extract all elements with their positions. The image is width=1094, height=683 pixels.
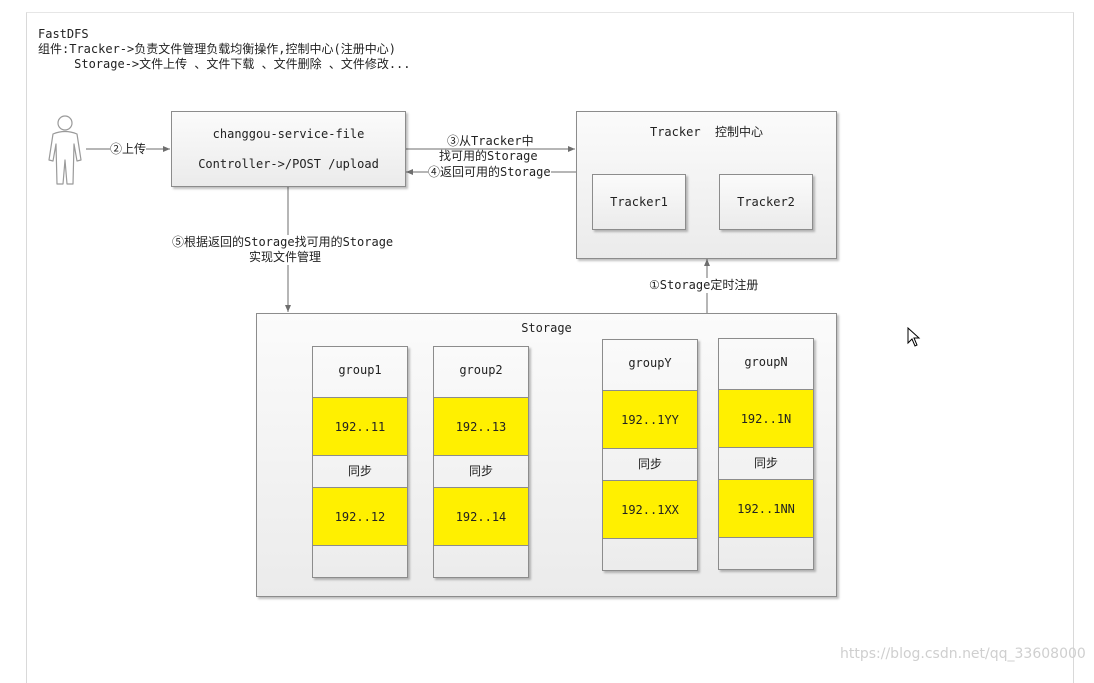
watermark: https://blog.csdn.net/qq_33608000 (840, 646, 1086, 662)
storage-group-2: group2 192..13 同步 192..14 (433, 346, 529, 578)
manage-label-line2: 实现文件管理 (249, 250, 322, 265)
storage-group-n: groupN 192..1N 同步 192..1NN (718, 338, 814, 570)
storage-description: Storage->文件上传 、文件下载 、文件删除 、文件修改... (38, 57, 411, 71)
storage-node-top: 192..11 (313, 397, 407, 456)
tracker-node-1: Tracker1 (592, 174, 686, 230)
group-name: groupY (628, 356, 672, 370)
diagram-title: FastDFS (38, 27, 89, 41)
tracker-title: Tracker 控制中心 (649, 125, 764, 139)
storage-title: Storage (521, 321, 572, 335)
components-description: 组件:Tracker->负责文件管理负载均衡操作,控制中心(注册中心) (38, 42, 396, 56)
storage-node-bottom: 192..1XX (603, 480, 697, 539)
storage-node-bottom: 192..14 (434, 487, 528, 546)
upload-label: ②上传 (110, 142, 147, 157)
storage-node-top: 192..1N (719, 389, 813, 448)
register-label: ①Storage定时注册 (649, 278, 759, 293)
storage-node-top: 192..13 (434, 397, 528, 456)
sync-label: 同步 (753, 456, 778, 470)
storage-group-y: groupY 192..1YY 同步 192..1XX (602, 339, 698, 571)
tracker-cluster-box: Tracker 控制中心 Tracker1 Tracker2 (576, 111, 837, 259)
group-name: group1 (338, 363, 382, 377)
sync-label: 同步 (347, 464, 372, 478)
user-icon (48, 115, 82, 185)
sync-label: 同步 (468, 464, 493, 478)
manage-label-line1: ⑤根据返回的Storage找可用的Storage (172, 235, 394, 250)
mouse-cursor-icon (907, 327, 921, 347)
find-tracker-label-line2: 找可用的Storage (439, 149, 538, 163)
sync-label: 同步 (637, 457, 662, 471)
service-box: changgou-service-file Controller->/POST … (171, 111, 406, 187)
return-storage-label: ④返回可用的Storage (428, 165, 551, 180)
service-name: changgou-service-file (212, 127, 365, 141)
storage-node-bottom: 192..1NN (719, 479, 813, 538)
group-name: group2 (459, 363, 503, 377)
group-name: groupN (744, 355, 788, 369)
service-endpoint: Controller->/POST /upload (198, 157, 379, 171)
find-tracker-label-line1: ③从Tracker中 (447, 134, 534, 148)
storage-group-1: group1 192..11 同步 192..12 (312, 346, 408, 578)
canvas-frame (26, 12, 1074, 683)
tracker-node-2: Tracker2 (719, 174, 813, 230)
storage-node-bottom: 192..12 (313, 487, 407, 546)
storage-node-top: 192..1YY (603, 390, 697, 449)
